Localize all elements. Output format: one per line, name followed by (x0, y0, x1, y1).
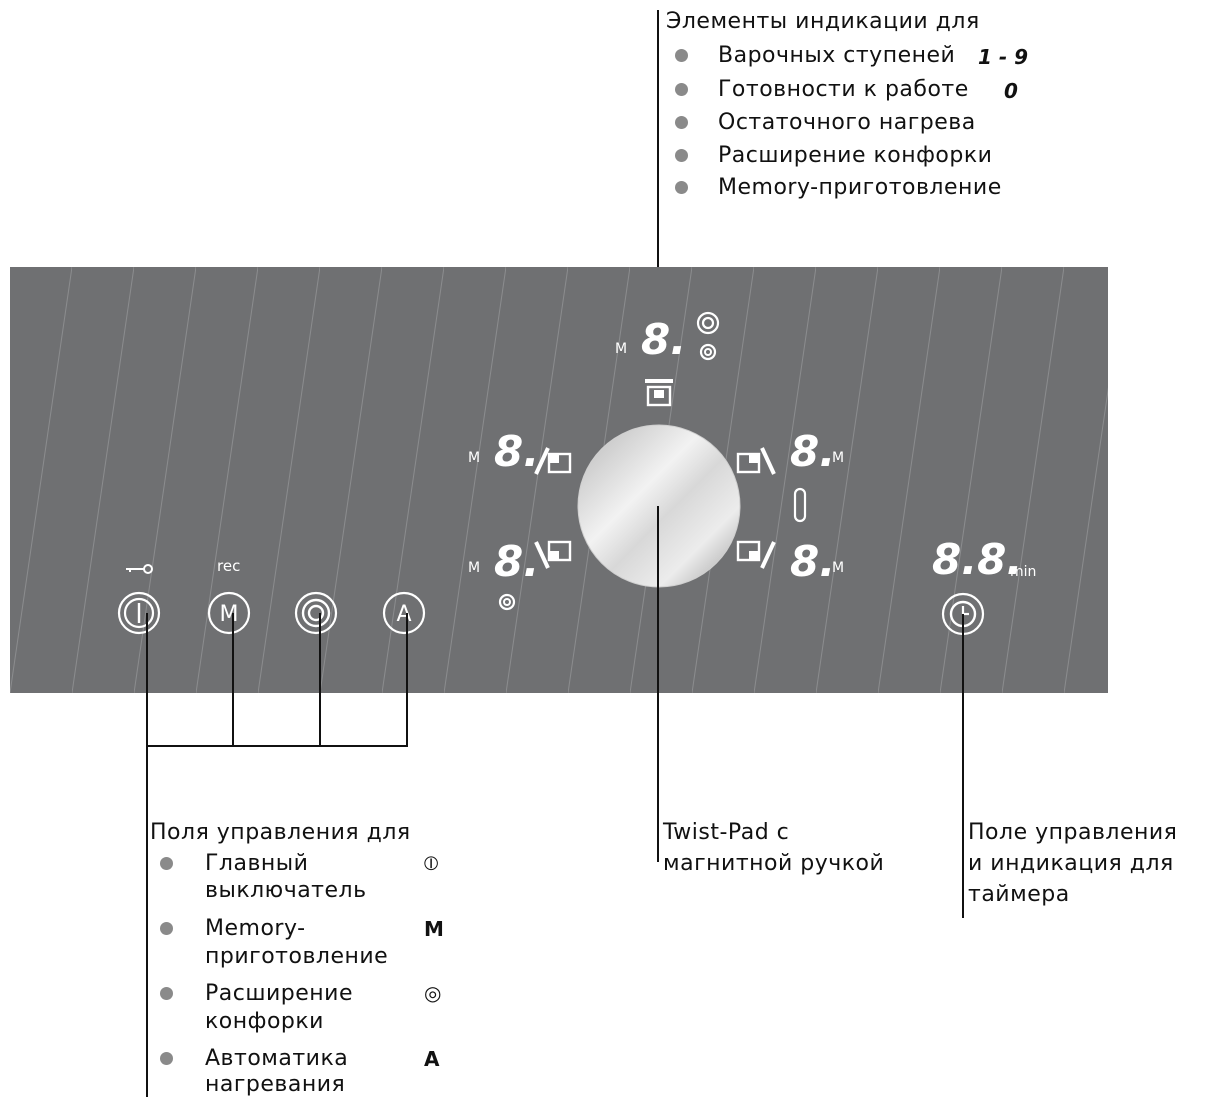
twist-pad-callout-line2: магнитной ручкой (663, 851, 885, 876)
zone-left-upper-m-label: M (468, 450, 481, 466)
timer-callout-line2: и индикация для (968, 851, 1174, 876)
bullet-icon (675, 49, 688, 62)
zone-left-lower-m-label: M (468, 560, 481, 576)
bullet-icon (160, 857, 173, 870)
panel-hatching (10, 267, 1108, 693)
pan-left-upper-icon (534, 447, 572, 475)
top-item-4-label: Расширение конфорки (718, 143, 993, 168)
top-item-1-label: Варочных ступеней (718, 43, 956, 68)
top-item-1-code: 1 - 9 (978, 45, 1029, 69)
top-callout-title: Элементы индикации для (666, 9, 980, 34)
auto-heat-button-label: A (396, 602, 411, 627)
residual-heat-icon (498, 593, 516, 611)
controls-item-1-line1: Главный (205, 851, 309, 876)
bullet-icon (675, 181, 688, 194)
timer-min-label: min (1010, 564, 1037, 580)
bullet-icon (675, 116, 688, 129)
zone-top-digit: 8. (641, 315, 687, 364)
twist-pad-knob[interactable] (577, 424, 741, 588)
controls-item-1-symbol: ⦶ (424, 851, 439, 875)
leader-twist-pad (657, 506, 659, 862)
zone-left-lower-digit: 8. (494, 537, 540, 586)
key-lock-icon (126, 564, 153, 574)
bullet-icon (675, 83, 688, 96)
top-item-2-code: 0 (1004, 79, 1018, 103)
dual-ring-icon (696, 311, 720, 335)
leader-memory (232, 613, 234, 747)
top-item-2-label: Готовности к работе (718, 77, 969, 102)
power-button[interactable] (117, 591, 161, 635)
pan-left-lower-icon (534, 540, 572, 569)
zone-right-upper-digit: 8. (790, 427, 836, 476)
auto-heat-button[interactable]: A (382, 591, 426, 635)
controls-item-2-line2: приготовление (205, 944, 389, 969)
leader-auto (406, 613, 408, 747)
controls-item-4-line2: нагревания (205, 1072, 346, 1097)
bullet-icon (675, 149, 688, 162)
pan-right-upper-icon (736, 447, 776, 475)
bridge-icon (793, 487, 807, 523)
controls-item-3-symbol: ◎ (424, 981, 442, 1005)
leader-bracket (146, 745, 408, 747)
bullet-icon (160, 922, 173, 935)
zone-left-upper-digit: 8. (494, 427, 540, 476)
timer-callout-line3: таймера (968, 882, 1070, 907)
leader-timer (962, 614, 964, 918)
controls-item-4-symbol: A (424, 1047, 440, 1071)
zone-right-upper-m-label: M (832, 450, 845, 466)
pan-top-icon (645, 379, 673, 407)
top-item-5-label: Memory-приготовление (718, 175, 1002, 200)
controls-item-1-line2: выключатель (205, 878, 367, 903)
pan-right-lower-icon (736, 540, 776, 569)
rec-label: rec (217, 557, 241, 575)
memory-button-label: M (220, 602, 239, 627)
controls-callout-title: Поля управления для (150, 820, 411, 845)
leader-power (146, 613, 148, 1097)
top-callout-leader (657, 10, 659, 316)
controls-item-2-symbol: M (424, 917, 444, 941)
memory-button[interactable]: M (207, 591, 251, 635)
control-panel (10, 267, 1108, 693)
bullet-icon (160, 1052, 173, 1065)
timer-digits: 8.8. (932, 535, 1023, 584)
extension-button[interactable] (294, 591, 338, 635)
controls-item-2-line1: Memory- (205, 916, 306, 941)
controls-item-4-line1: Автоматика (205, 1046, 349, 1071)
top-item-3-label: Остаточного нагрева (718, 110, 976, 135)
residual-heat-icon (699, 343, 717, 361)
zone-top-m-label: M (615, 341, 628, 357)
controls-item-3-line1: Расширение (205, 981, 353, 1006)
leader-extension (319, 613, 321, 747)
twist-pad-callout-line1: Twist-Pad с (663, 820, 790, 845)
bullet-icon (160, 987, 173, 1000)
zone-right-lower-digit: 8. (790, 537, 836, 586)
timer-callout-line1: Поле управления (968, 820, 1178, 845)
controls-item-3-line2: конфорки (205, 1009, 324, 1034)
zone-right-lower-m-label: M (832, 560, 845, 576)
